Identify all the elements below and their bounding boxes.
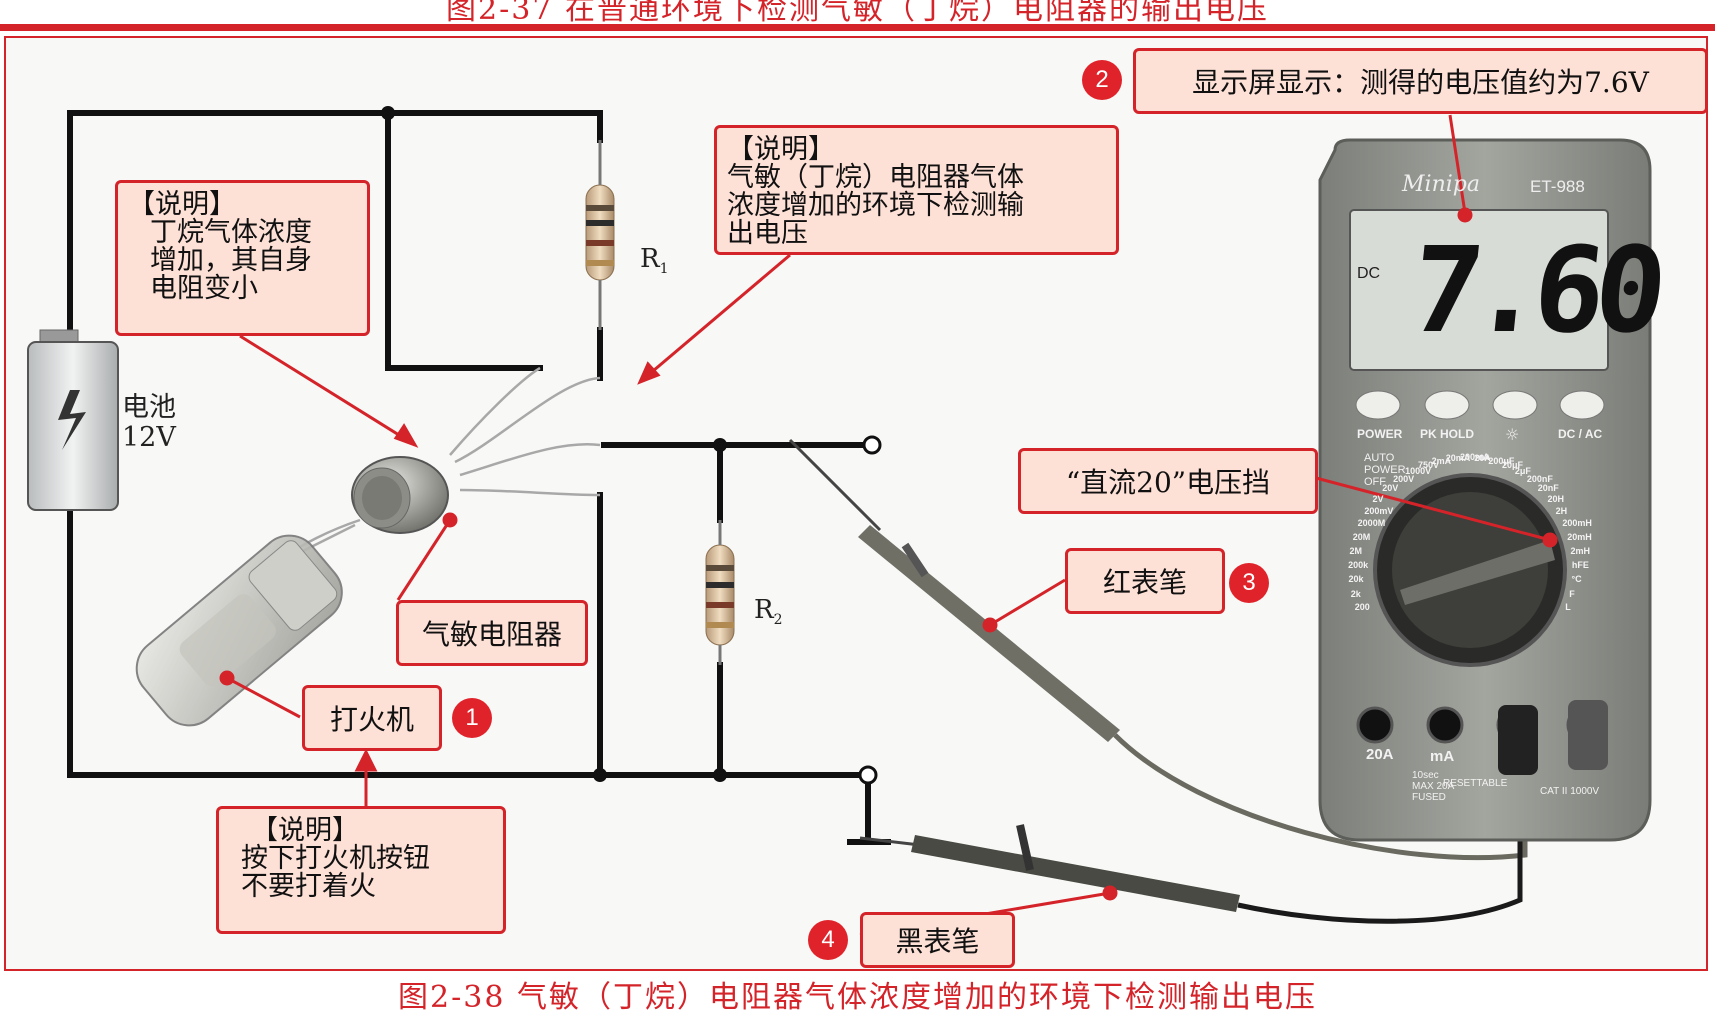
battery <box>27 329 119 511</box>
meter-range-label: 200mA <box>1460 452 1490 462</box>
badge-1: 1 <box>452 698 492 738</box>
meter-range-label: 2H <box>1555 505 1568 516</box>
label-range-setting: “直流20”电压挡 <box>1018 448 1318 514</box>
resistor-r1-label: R1 <box>640 244 669 278</box>
meter-range-label: 750V <box>1418 460 1440 471</box>
meter-range-label: 1000V <box>1405 466 1432 477</box>
label-red-probe: 红表笔 <box>1065 548 1225 614</box>
note-lighter-button: 【说明】 按下打火机按钮 不要打着火 <box>216 806 506 934</box>
meter-range-label: 200nF <box>1526 474 1553 485</box>
junction-dots <box>381 106 727 782</box>
badge-3: 3 <box>1229 563 1269 603</box>
meter-dcac-button[interactable]: DC / AC <box>1558 427 1603 441</box>
gas-sensor <box>351 456 449 534</box>
label-display-reading: 显示屏显示：测得的电压值约为7.6V <box>1133 48 1708 114</box>
meter-range-label: 2mH <box>1570 545 1591 556</box>
meter-cat-note: CAT II 1000V <box>1540 786 1600 797</box>
note-butane-concentration: 【说明】 丁烷气体浓度 增加，其自身 电阻变小 <box>115 180 370 336</box>
badge-2: 2 <box>1082 60 1122 100</box>
meter-range-label: 20mA <box>1445 452 1471 463</box>
meter-pkhold-button[interactable]: PK HOLD <box>1420 427 1474 441</box>
note-test-environment: 【说明】 气敏（丁烷）电阻器气体 浓度增加的环境下检测输 出电压 <box>714 125 1119 255</box>
meter-range-label: 2M <box>1349 545 1362 556</box>
meter-range-label: 2mA <box>1431 455 1452 466</box>
meter-range-label: 200mH <box>1562 518 1592 529</box>
meter-range-label: hFE <box>1571 560 1589 571</box>
meter-range-label: 200k <box>1348 560 1369 571</box>
figure-title-bottom: 图2-38 气敏（丁烷）电阻器气体浓度增加的环境下检测输出电压 <box>398 980 1317 1015</box>
meter-range-label: 2000M <box>1357 518 1386 529</box>
lighter <box>135 534 343 727</box>
label-black-probe: 黑表笔 <box>860 912 1015 968</box>
meter-range-label: 2μF <box>1514 466 1531 477</box>
multimeter <box>1318 138 1652 842</box>
meter-range-label: 20μF <box>1501 460 1523 471</box>
badge-4: 4 <box>808 920 848 960</box>
meter-fuse-note: 10sec MAX 20A FUSED <box>1412 770 1455 803</box>
meter-range-label: 200μF <box>1488 455 1515 466</box>
red-probe <box>788 438 1528 861</box>
meter-brand: Minipa <box>1402 172 1480 197</box>
resistor-r2-label: R2 <box>754 595 783 629</box>
label-gas-resistor: 气敏电阻器 <box>396 600 588 666</box>
battery-label: 电池 12V <box>122 392 176 453</box>
meter-range-label: 20M <box>1352 531 1371 542</box>
meter-range-label: 20A <box>1474 452 1491 463</box>
meter-range-label: 20V <box>1382 483 1399 494</box>
meter-range-label: 2k <box>1350 588 1361 599</box>
circuit-diagram <box>27 106 1652 937</box>
meter-range-label: 200mV <box>1364 505 1394 516</box>
meter-range-label: F <box>1569 588 1575 599</box>
meter-resettable-note: RESETTABLE <box>1443 778 1508 789</box>
meter-range-label: 200 <box>1354 602 1370 613</box>
meter-model: ET-988 <box>1530 177 1585 196</box>
resistor-r1 <box>585 140 615 330</box>
meter-range-label: 20nF <box>1537 483 1559 494</box>
meter-range-label: 20mH <box>1567 531 1592 542</box>
figure-title-top: 图2-37 在普通环境下检测气敏（丁烷）电阻器的输出电压 <box>446 0 1269 27</box>
meter-mode: DC <box>1357 265 1381 282</box>
resistor-r2 <box>705 520 735 665</box>
meter-power-button[interactable]: POWER <box>1357 427 1403 441</box>
meter-range-label: °C <box>1571 574 1582 585</box>
sensor-leads <box>274 366 601 567</box>
black-probe <box>859 730 1523 924</box>
meter-jack-ma[interactable]: mA <box>1430 748 1455 765</box>
meter-auto-power-off: AUTO POWER OFF <box>1364 452 1406 488</box>
meter-range-label: 200V <box>1393 474 1415 485</box>
terminal-circles <box>858 435 882 785</box>
meter-range-label: 20k <box>1348 574 1364 585</box>
meter-jack-20a[interactable]: 20A <box>1366 746 1394 763</box>
meter-reading: 7.60 <box>1404 221 1664 359</box>
title-rule <box>0 24 1715 31</box>
meter-backlight-icon[interactable]: ☼ <box>1505 425 1520 444</box>
label-lighter: 打火机 <box>302 685 442 751</box>
meter-range-label: L <box>1565 602 1571 613</box>
meter-range-label: 2V <box>1372 494 1384 505</box>
meter-range-label: 20H <box>1547 494 1564 505</box>
